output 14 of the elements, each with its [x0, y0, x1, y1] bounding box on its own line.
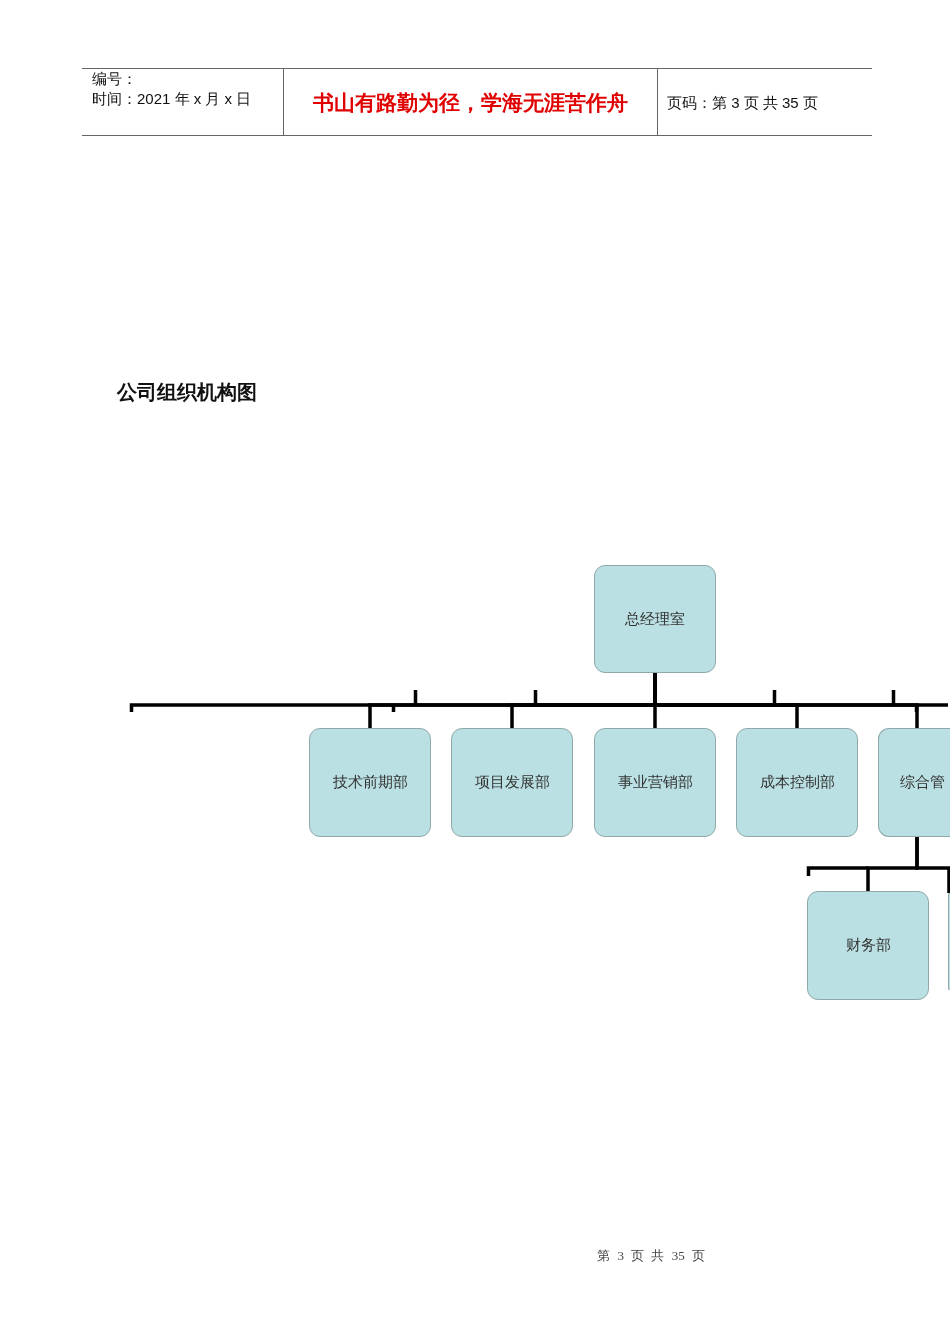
- department-box: 项目发展部: [451, 728, 573, 837]
- department-box: 总经理室: [594, 565, 716, 673]
- department-box: 综合管: [878, 728, 950, 837]
- header-text: 时间：2021 年 x 月 x 日: [92, 90, 252, 108]
- page-number: 页码：第 3 页 共 35 页: [667, 94, 818, 112]
- connector-line: [915, 837, 950, 893]
- department-box: 技术前期部: [309, 728, 431, 837]
- header-text: 编号：: [92, 70, 137, 88]
- motto-text: 书山有路勤为径，学海无涯苦作舟: [311, 90, 629, 116]
- department-box: 事业营销部: [594, 728, 716, 837]
- page-footer: 第 3 页 共 35 页: [560, 1248, 742, 1264]
- department-box: 成本控制部: [736, 728, 858, 837]
- department-box: 财务部: [807, 891, 929, 1000]
- chart-title: 公司组织机构图: [117, 380, 257, 405]
